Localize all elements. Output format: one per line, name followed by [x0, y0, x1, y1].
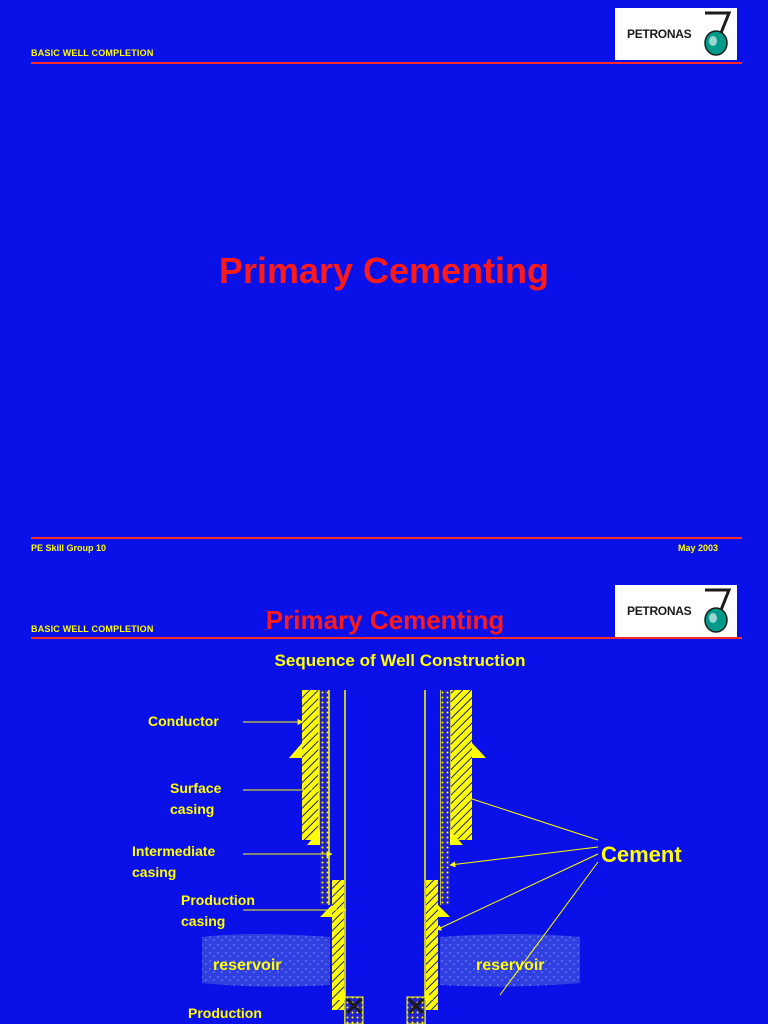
page-title: Primary Cementing: [218, 250, 550, 291]
label-intermediate-line1: Intermediate: [132, 843, 216, 859]
conductor-cement-left: [302, 690, 311, 840]
title-slide: BASIC WELL COMPLETION PETRONAS Primary C…: [31, 8, 742, 553]
label-surface-line1: Surface: [170, 780, 222, 796]
diagram-slide: BASIC WELL COMPLETION PETRONAS Primary C…: [0, 575, 768, 1024]
label-cement: Cement: [601, 842, 682, 867]
reservoir-left-band: [202, 934, 330, 987]
header-rule: [31, 637, 742, 639]
conductor-shoe-left: [289, 743, 302, 758]
conductor-cement-right: [451, 690, 459, 840]
footer-date: May 2003: [678, 543, 719, 553]
label-surface-line2: casing: [170, 801, 215, 817]
production-cement-left: [332, 880, 344, 1010]
logo-wordmark: PETRONAS: [627, 604, 692, 618]
footer-rule: [31, 537, 742, 539]
label-intermediate-line2: casing: [132, 864, 177, 880]
header-rule: [31, 62, 742, 64]
label-conductor: Conductor: [148, 713, 219, 729]
label-reservoir-right: reservoir: [476, 957, 545, 974]
reservoir-right-band: [440, 934, 580, 987]
well-construction-diagram: [202, 690, 599, 1024]
page-title: Primary Cementing: [265, 605, 505, 635]
label-production-bottom: Production: [188, 1005, 262, 1021]
petronas-logo: PETRONAS: [615, 585, 737, 637]
conductor-shoe-right: [472, 743, 486, 758]
header-label: BASIC WELL COMPLETION: [31, 48, 154, 58]
petronas-emblem-icon: [704, 11, 732, 56]
logo-wordmark: PETRONAS: [627, 27, 692, 41]
surface-casing-right: [441, 690, 450, 905]
footer-left: PE Skill Group 10: [31, 543, 107, 553]
label-production-line2: casing: [181, 913, 226, 929]
label-reservoir-left: reservoir: [213, 957, 282, 974]
label-production-line1: Production: [181, 892, 255, 908]
page-subtitle: Sequence of Well Construction: [274, 651, 526, 670]
cement-arrow-4: [499, 861, 599, 996]
surface-casing-left: [320, 690, 329, 905]
petronas-logo: PETRONAS: [615, 8, 737, 60]
production-cement-right: [426, 880, 438, 1010]
cement-arrow-2: [449, 846, 599, 868]
petronas-emblem-icon: [704, 588, 732, 633]
header-label: BASIC WELL COMPLETION: [31, 624, 154, 634]
cement-arrow-3: [435, 853, 599, 931]
cement-arrow-1: [465, 795, 599, 841]
